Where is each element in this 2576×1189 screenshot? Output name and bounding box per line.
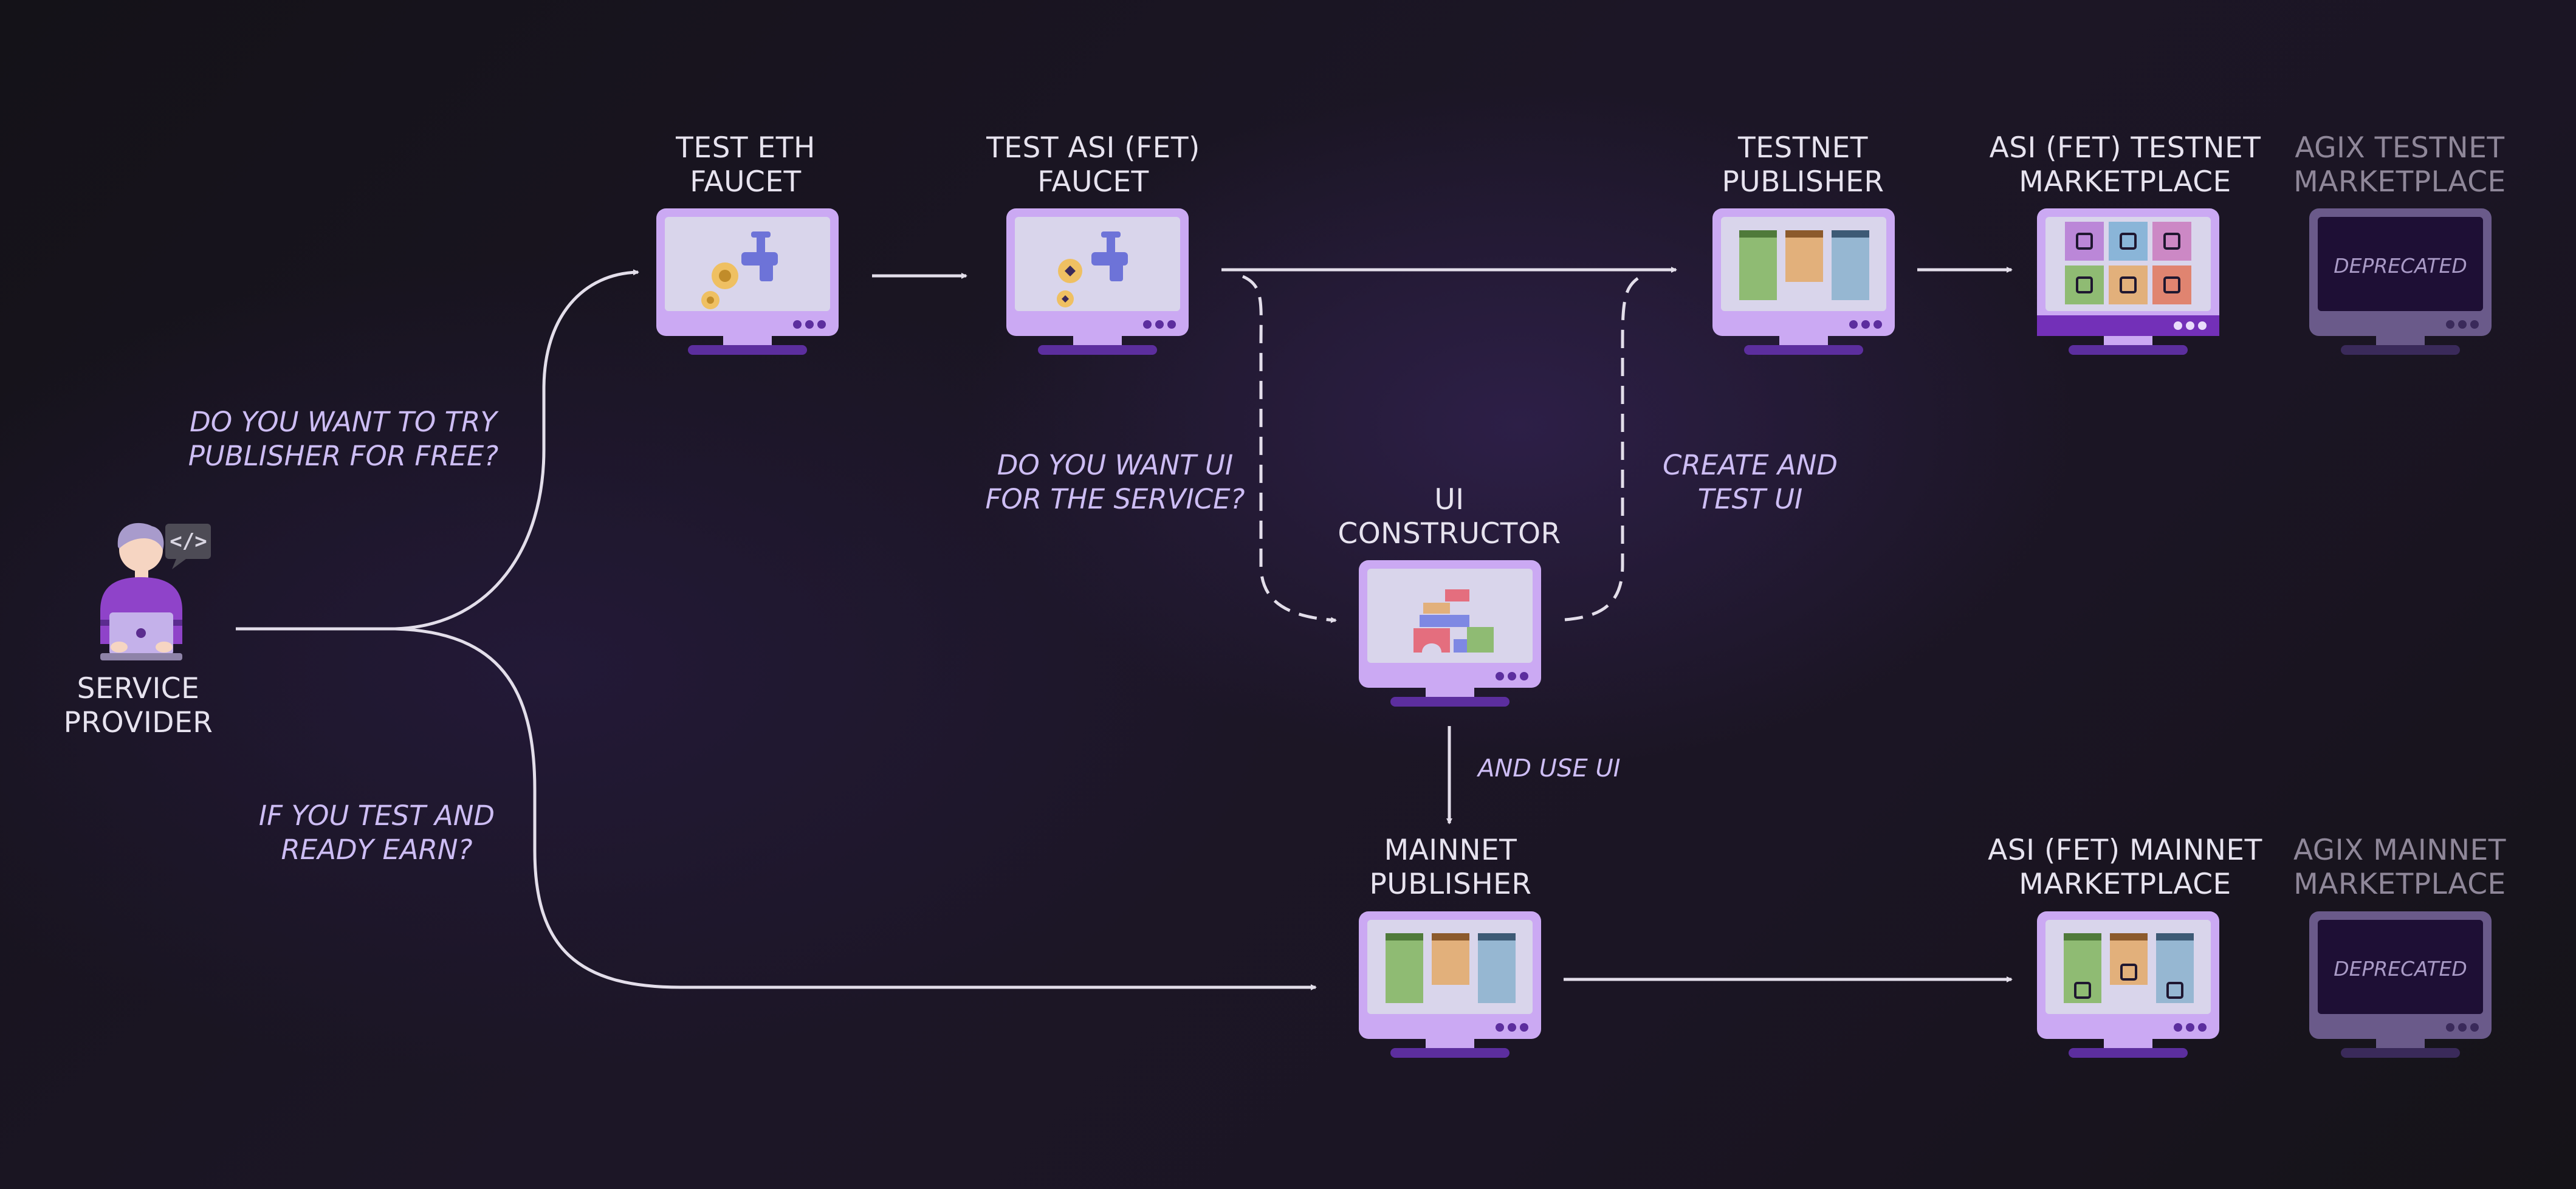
publisher-columns-icon xyxy=(1712,208,1895,355)
developer-with-laptop-icon: </> xyxy=(100,523,211,660)
connector-to-mainnet-publisher xyxy=(394,627,1317,990)
publisher-columns-icon xyxy=(1359,911,1541,1058)
faucet-icon xyxy=(1006,208,1189,355)
building-blocks-icon xyxy=(1359,560,1541,707)
note-create-test-ui: CREATE AND TEST UI xyxy=(1663,449,1838,515)
ui-constructor-label: UI CONSTRUCTOR xyxy=(1338,483,1561,550)
svg-text:</>: </> xyxy=(170,529,207,553)
faucet-icon xyxy=(656,208,839,355)
connector-dashed-from-ui-constructor xyxy=(1564,275,1642,622)
agix-testnet-status: DEPRECATED xyxy=(2334,254,2467,278)
agix-mainnet-marketplace-monitor xyxy=(2309,911,2492,1063)
connector-to-eth-faucet xyxy=(394,269,639,631)
test-eth-faucet-label: TEST ETH FAUCET xyxy=(676,131,816,199)
agix-testnet-marketplace-label: AGIX TESTNET MARKETPLACE xyxy=(2293,131,2506,199)
marketplace-columns-icon xyxy=(2037,911,2219,1058)
test-asi-faucet-monitor xyxy=(1006,208,1189,360)
asi-testnet-marketplace-label: ASI (FET) TESTNET MARKETPLACE xyxy=(1989,131,2261,199)
note-try-free: DO YOU WANT TO TRY PUBLISHER FOR FREE? xyxy=(188,406,499,472)
note-want-ui: DO YOU WANT UI FOR THE SERVICE? xyxy=(985,449,1245,515)
test-asi-faucet-label: TEST ASI (FET) FAUCET xyxy=(986,131,1200,199)
testnet-publisher-monitor xyxy=(1712,208,1895,360)
asi-mainnet-marketplace-label: ASI (FET) MAINNET MARKETPLACE xyxy=(1988,834,2262,901)
monitor-icon xyxy=(2309,911,2492,1058)
mainnet-publisher-monitor xyxy=(1359,911,1541,1063)
note-ready-earn: IF YOU TEST AND READY EARN? xyxy=(258,800,495,866)
agix-mainnet-status: DEPRECATED xyxy=(2334,957,2467,981)
service-provider-label: SERVICE PROVIDER xyxy=(63,672,213,739)
ui-constructor-monitor xyxy=(1359,560,1541,711)
testnet-publisher-label: TESTNET PUBLISHER xyxy=(1722,131,1884,199)
note-and-use-ui: AND USE UI xyxy=(1478,755,1621,783)
test-eth-faucet-monitor xyxy=(656,208,839,360)
asi-mainnet-marketplace-monitor xyxy=(2037,911,2219,1063)
asi-testnet-marketplace-monitor xyxy=(2037,208,2219,360)
connector-dashed-to-ui-constructor xyxy=(1242,275,1337,623)
agix-testnet-marketplace-monitor xyxy=(2309,208,2492,360)
monitor-icon xyxy=(2309,208,2492,355)
mainnet-publisher-label: MAINNET PUBLISHER xyxy=(1369,834,1532,901)
agix-mainnet-marketplace-label: AGIX MAINNET MARKETPLACE xyxy=(2293,834,2507,901)
marketplace-grid-icon xyxy=(2037,208,2219,355)
